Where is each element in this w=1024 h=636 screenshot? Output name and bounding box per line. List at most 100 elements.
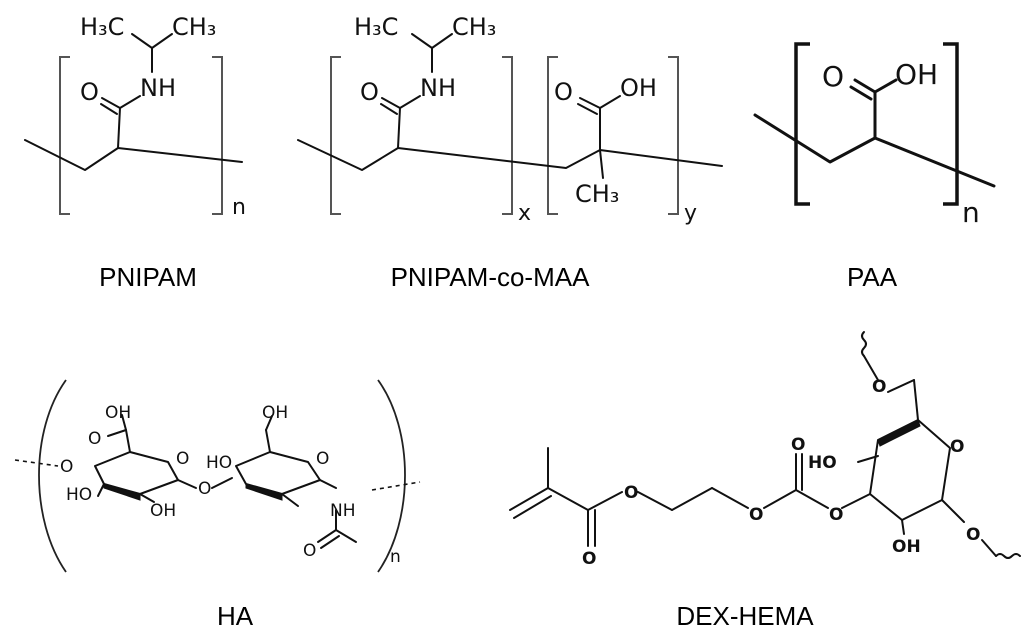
dex-o-bottom: O xyxy=(966,525,980,545)
pnipam-caption: PNIPAM xyxy=(99,262,197,292)
dex-o-ester: O xyxy=(624,483,638,503)
pnipam-ipr-left xyxy=(131,33,153,49)
dex-o-ring: O xyxy=(950,437,964,457)
dex-bottom-wavy xyxy=(995,553,1021,559)
pnipam-backbone xyxy=(24,139,243,171)
copolymer-nipam-carbonyl xyxy=(381,97,401,109)
ha-glyco-bond1 xyxy=(177,479,197,489)
ha-acetyl-methyl xyxy=(335,529,357,543)
copolymer-subscript-y: y xyxy=(684,201,697,226)
dex-o-top: O xyxy=(872,377,886,397)
ha-ring2-wedge xyxy=(245,483,283,501)
copolymer-backbone xyxy=(297,139,723,171)
paa-o: O xyxy=(822,60,844,93)
pnipam-left-bracket xyxy=(59,56,70,215)
pnipam-carbonyl-bond-2 xyxy=(100,103,118,115)
dex-o-carb-dbl: O xyxy=(791,435,805,455)
ha-ch2oh-bond xyxy=(265,429,271,453)
paa-oh: OH xyxy=(895,58,938,91)
copolymer-ipr-right xyxy=(431,33,453,49)
dex-o-carb: O xyxy=(829,505,843,525)
dex-ring-wedge xyxy=(877,419,921,447)
copolymer-ch3-methyl: CH₃ xyxy=(575,180,619,208)
dex-ch2-bond xyxy=(913,379,919,421)
pnipam-nh: NH xyxy=(140,74,176,102)
dex-ester-c xyxy=(547,487,589,511)
pnipam-co-maa-structure: H₃C CH₃ NH O O OH CH₃ x y PNIPAM-co-MAA xyxy=(297,13,723,292)
copolymer-maa-carbonyl xyxy=(579,97,601,109)
paa-carbonyl-2 xyxy=(849,85,873,101)
copolymer-subscript-x: x xyxy=(518,201,531,226)
copolymer-ch3-right: CH₃ xyxy=(452,13,496,41)
copolymer-o-acid: O xyxy=(554,78,573,106)
copolymer-maa-carbonyl-2 xyxy=(577,103,598,115)
dex-hema-caption: DEX-HEMA xyxy=(676,601,814,631)
pnipam-right-bracket xyxy=(212,56,223,215)
pnipam-ipr-right xyxy=(151,33,173,49)
ha-oh-top2: OH xyxy=(262,403,288,423)
copolymer-o-amide: O xyxy=(360,78,379,106)
ha-cooh-dbl xyxy=(107,429,127,437)
pnipam-side-bond xyxy=(117,107,121,149)
dex-bottom-bond xyxy=(981,539,997,557)
copolymer-bracket-x-right xyxy=(502,56,513,215)
ha-structure: OH O O O HO OH O OH HO O NH O n HA xyxy=(14,379,421,631)
dex-ring xyxy=(869,419,951,521)
copolymer-ipr-left xyxy=(411,33,433,49)
dex-ester-o-bond xyxy=(587,491,623,511)
ha-ring1-wedge xyxy=(103,483,141,501)
paa-oh-bond xyxy=(873,78,898,94)
ha-o-acid: O xyxy=(88,429,101,449)
ha-glyco-bond2 xyxy=(211,477,233,489)
dex-ring-link xyxy=(841,493,871,509)
copolymer-maa-oh-bond xyxy=(599,95,621,109)
copolymer-nipam-carbonyl-2 xyxy=(380,103,398,115)
dex-oh-ring: OH xyxy=(892,537,921,557)
pnipam-structure: H₃C CH₃ NH O n PNIPAM xyxy=(24,13,246,292)
ha-ho-left: HO xyxy=(66,485,92,505)
copolymer-nipam-amide xyxy=(399,95,421,109)
ha-oh-mid-bond xyxy=(139,493,155,503)
dex-top-wavy xyxy=(861,331,867,357)
dex-carb-o-bond xyxy=(795,489,829,509)
dex-ether-bond xyxy=(711,487,749,509)
ha-o-acetyl: O xyxy=(303,541,316,561)
copolymer-ch3-left: H₃C xyxy=(354,13,398,41)
copolymer-bracket-y-left xyxy=(547,56,558,215)
copolymer-oh: OH xyxy=(620,74,657,102)
paa-caption: PAA xyxy=(847,262,898,292)
dex-o-ether: O xyxy=(749,505,763,525)
ha-cooh-bond xyxy=(125,429,131,453)
copolymer-nh: NH xyxy=(420,74,456,102)
paa-subscript: n xyxy=(962,196,980,229)
dex-ch2-o-bond xyxy=(887,379,915,393)
dex-vinyl-dbl-2 xyxy=(513,495,552,519)
paa-right-bracket xyxy=(943,42,959,206)
ha-oh-mid: OH xyxy=(150,501,176,521)
dex-o-ester-dbl: O xyxy=(582,549,596,569)
pnipam-amide-bond xyxy=(119,95,141,109)
dex-carb-bond xyxy=(763,489,797,509)
ha-left-paren xyxy=(38,379,67,573)
ha-right-paren xyxy=(377,379,406,573)
ha-acetyl-dbl-2 xyxy=(320,535,340,549)
dex-ethyl-2 xyxy=(671,487,713,511)
paa-left-bracket xyxy=(794,42,810,206)
ha-nh-bond xyxy=(281,493,299,507)
dex-bottom-o-bond xyxy=(941,499,965,523)
paa-structure: O OH n PAA xyxy=(753,42,996,292)
ha-chain-right xyxy=(371,481,421,491)
paa-backbone xyxy=(753,113,996,188)
ha-ho-bond xyxy=(97,483,105,497)
dex-hema-structure: O O O O O HO O OH O O DEX-HEMA xyxy=(509,331,1021,631)
pnipam-carbonyl-bond xyxy=(101,97,121,109)
ha-o-ring1: O xyxy=(176,449,189,469)
pnipam-ch3-left: H₃C xyxy=(80,13,124,41)
ha-oh-top1: OH xyxy=(105,403,131,423)
ha-cooh-oh-bond xyxy=(121,414,127,431)
copolymer-nipam-side-bond xyxy=(397,107,401,149)
ha-ho-ring2: HO xyxy=(206,453,232,473)
ha-ch2oh-oh-bond xyxy=(265,415,273,431)
